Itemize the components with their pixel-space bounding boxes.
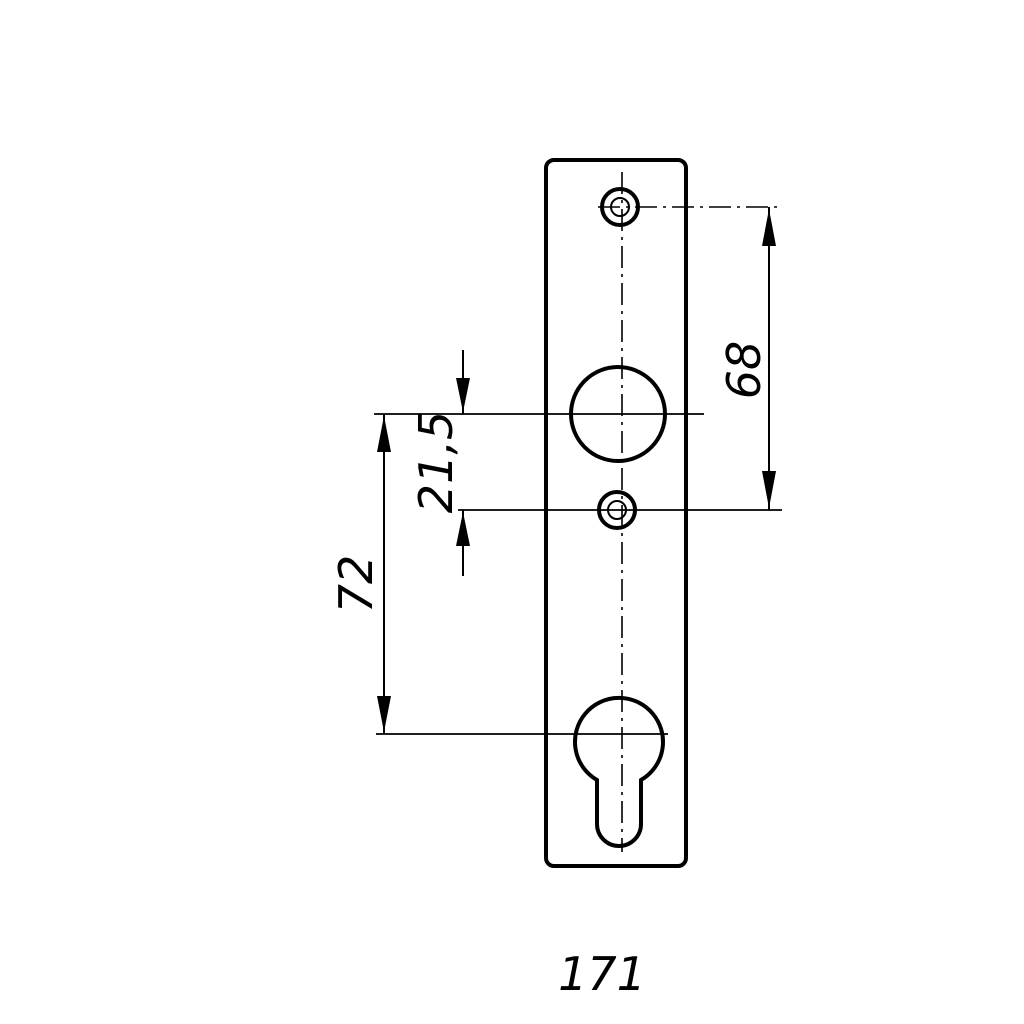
dimension-21-5: 21,5 bbox=[409, 350, 470, 576]
dimension-68-label: 68 bbox=[717, 341, 771, 400]
dimension-68: 68 bbox=[717, 207, 776, 510]
plate-outline bbox=[544, 158, 688, 868]
dimension-72-label: 72 bbox=[329, 555, 383, 614]
figure-number: 171 bbox=[558, 947, 646, 1001]
cylinder-hole bbox=[573, 695, 665, 848]
dimension-72: 72 bbox=[329, 414, 391, 734]
dimension-21-5-label: 21,5 bbox=[409, 411, 463, 513]
